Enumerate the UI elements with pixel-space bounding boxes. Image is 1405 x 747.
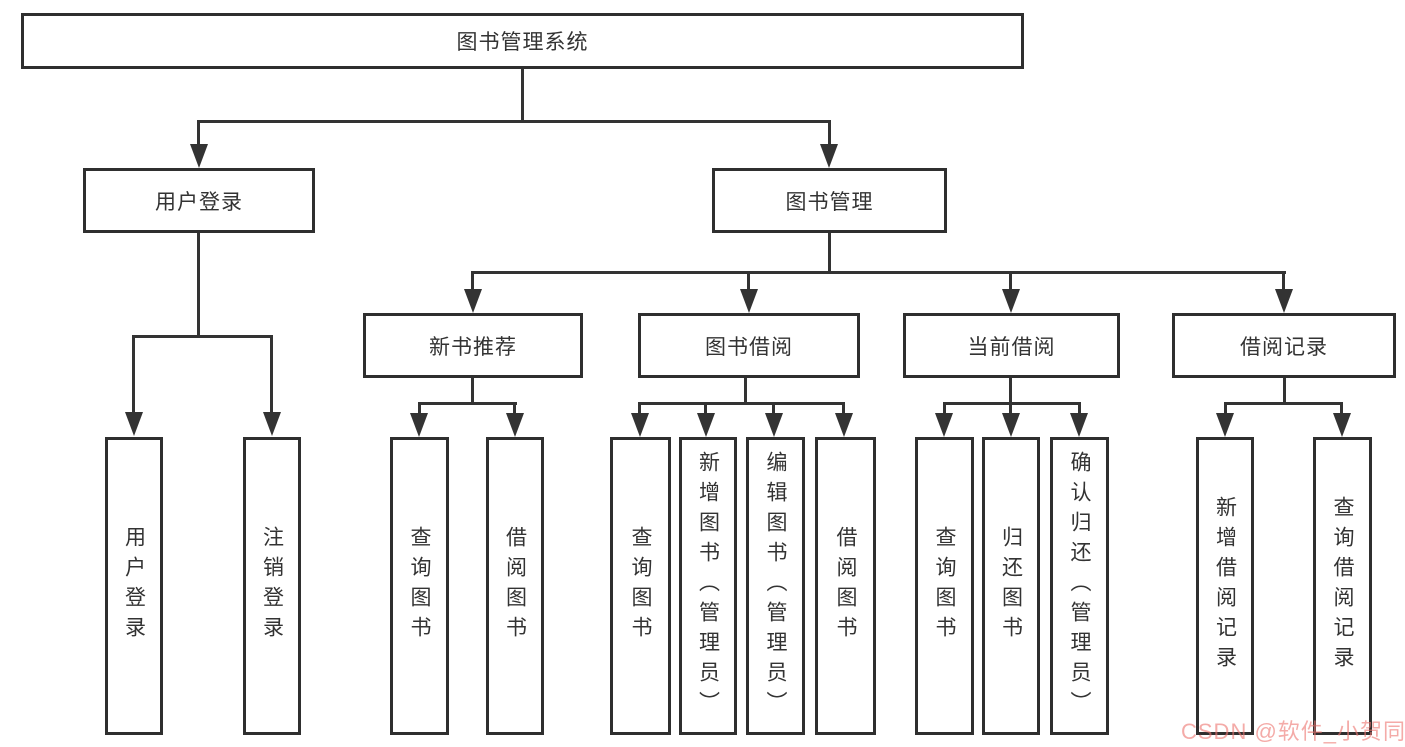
connector-line bbox=[828, 233, 831, 273]
arrow-down-icon bbox=[740, 289, 758, 313]
arrow-down-icon bbox=[835, 413, 853, 437]
arrow-down-icon bbox=[506, 413, 524, 437]
connector-line bbox=[772, 402, 775, 415]
arrow-down-icon bbox=[190, 144, 208, 168]
arrow-down-icon bbox=[1216, 413, 1234, 437]
leaf-borrow-add-books-label: 新增图书（管理员） bbox=[696, 451, 720, 721]
node-new-book-recommend: 新书推荐 bbox=[363, 313, 583, 378]
leaf-record-query-record-label: 查询借阅记录 bbox=[1331, 496, 1354, 676]
leaf-recommend-query-books-label: 查询图书 bbox=[408, 526, 431, 646]
node-root-label: 图书管理系统 bbox=[456, 31, 589, 54]
connector-line bbox=[1009, 378, 1012, 404]
arrow-down-icon bbox=[410, 413, 428, 437]
connector-line bbox=[704, 402, 707, 415]
arrow-down-icon bbox=[765, 413, 783, 437]
arrow-down-icon bbox=[464, 289, 482, 313]
connector-line bbox=[943, 402, 1081, 405]
connector-line bbox=[744, 378, 747, 404]
leaf-record-add-record: 新增借阅记录 bbox=[1196, 437, 1254, 735]
arrow-down-icon bbox=[125, 412, 143, 436]
leaf-current-return-books-label: 归还图书 bbox=[999, 526, 1023, 646]
leaf-logout-label: 注销登录 bbox=[260, 526, 284, 646]
node-current-borrow: 当前借阅 bbox=[903, 313, 1120, 378]
leaf-borrow-borrow-books-label: 借阅图书 bbox=[834, 526, 857, 646]
connector-line bbox=[197, 120, 200, 148]
node-new-book-recommend-label: 新书推荐 bbox=[429, 335, 517, 359]
leaf-current-confirm-return-label: 确认归还（管理员） bbox=[1068, 451, 1091, 721]
node-user-login-label: 用户登录 bbox=[155, 190, 243, 214]
connector-line bbox=[1009, 402, 1012, 415]
arrow-down-icon bbox=[697, 413, 715, 437]
connector-line bbox=[828, 120, 831, 148]
node-book-borrow: 图书借阅 bbox=[638, 313, 860, 378]
leaf-user-login: 用户登录 bbox=[105, 437, 163, 735]
arrow-down-icon bbox=[263, 412, 281, 436]
connector-line bbox=[132, 335, 135, 413]
connector-line bbox=[842, 402, 845, 415]
leaf-current-query-books: 查询图书 bbox=[915, 437, 974, 735]
connector-line bbox=[638, 402, 845, 405]
arrow-down-icon bbox=[820, 144, 838, 168]
connector-line bbox=[418, 402, 517, 405]
leaf-borrow-query-books: 查询图书 bbox=[610, 437, 671, 735]
connector-line bbox=[1283, 378, 1286, 404]
node-current-borrow-label: 当前借阅 bbox=[967, 335, 1056, 359]
leaf-user-login-label: 用户登录 bbox=[122, 526, 146, 646]
leaf-current-query-books-label: 查询图书 bbox=[933, 526, 956, 646]
connector-line bbox=[943, 402, 946, 415]
connector-line bbox=[1224, 402, 1227, 415]
connector-line bbox=[132, 335, 273, 338]
node-borrow-record: 借阅记录 bbox=[1172, 313, 1396, 378]
leaf-borrow-edit-books-label: 编辑图书（管理员） bbox=[764, 451, 787, 721]
leaf-borrow-add-books: 新增图书（管理员） bbox=[679, 437, 737, 735]
arrow-down-icon bbox=[1002, 413, 1020, 437]
connector-line bbox=[747, 271, 750, 291]
connector-line bbox=[418, 402, 421, 415]
connector-line bbox=[638, 402, 641, 415]
leaf-borrow-borrow-books: 借阅图书 bbox=[815, 437, 876, 735]
leaf-record-query-record: 查询借阅记录 bbox=[1313, 437, 1372, 735]
arrow-down-icon bbox=[1333, 413, 1351, 437]
connector-line bbox=[471, 271, 1286, 274]
leaf-current-return-books: 归还图书 bbox=[982, 437, 1040, 735]
connector-line bbox=[513, 402, 516, 415]
arrow-down-icon bbox=[631, 413, 649, 437]
leaf-borrow-query-books-label: 查询图书 bbox=[629, 526, 652, 646]
leaf-recommend-borrow-books-label: 借阅图书 bbox=[503, 526, 527, 646]
connector-line bbox=[471, 271, 474, 291]
connector-line bbox=[197, 233, 200, 336]
leaf-recommend-borrow-books: 借阅图书 bbox=[486, 437, 544, 735]
node-book-borrow-label: 图书借阅 bbox=[705, 335, 793, 359]
connector-line bbox=[270, 335, 273, 413]
node-book-management-label: 图书管理 bbox=[785, 190, 874, 214]
connector-line bbox=[1078, 402, 1081, 415]
arrow-down-icon bbox=[1070, 413, 1088, 437]
leaf-logout: 注销登录 bbox=[243, 437, 301, 735]
arrow-down-icon bbox=[935, 413, 953, 437]
connector-line bbox=[1224, 402, 1343, 405]
leaf-borrow-edit-books: 编辑图书（管理员） bbox=[746, 437, 805, 735]
leaf-current-confirm-return: 确认归还（管理员） bbox=[1050, 437, 1109, 735]
arrow-down-icon bbox=[1002, 289, 1020, 313]
node-book-management: 图书管理 bbox=[712, 168, 947, 233]
connector-line bbox=[1340, 402, 1343, 415]
node-root: 图书管理系统 bbox=[21, 13, 1024, 69]
connector-line bbox=[521, 69, 524, 123]
connector-line bbox=[1282, 271, 1285, 291]
watermark: CSDN @软件_小贺同学 bbox=[1181, 719, 1405, 744]
connector-line bbox=[471, 378, 474, 404]
connector-line bbox=[1009, 271, 1012, 291]
connector-line bbox=[197, 120, 831, 123]
leaf-record-add-record-label: 新增借阅记录 bbox=[1213, 496, 1237, 676]
node-borrow-record-label: 借阅记录 bbox=[1240, 335, 1328, 359]
arrow-down-icon bbox=[1275, 289, 1293, 313]
leaf-recommend-query-books: 查询图书 bbox=[390, 437, 449, 735]
node-user-login: 用户登录 bbox=[83, 168, 315, 233]
